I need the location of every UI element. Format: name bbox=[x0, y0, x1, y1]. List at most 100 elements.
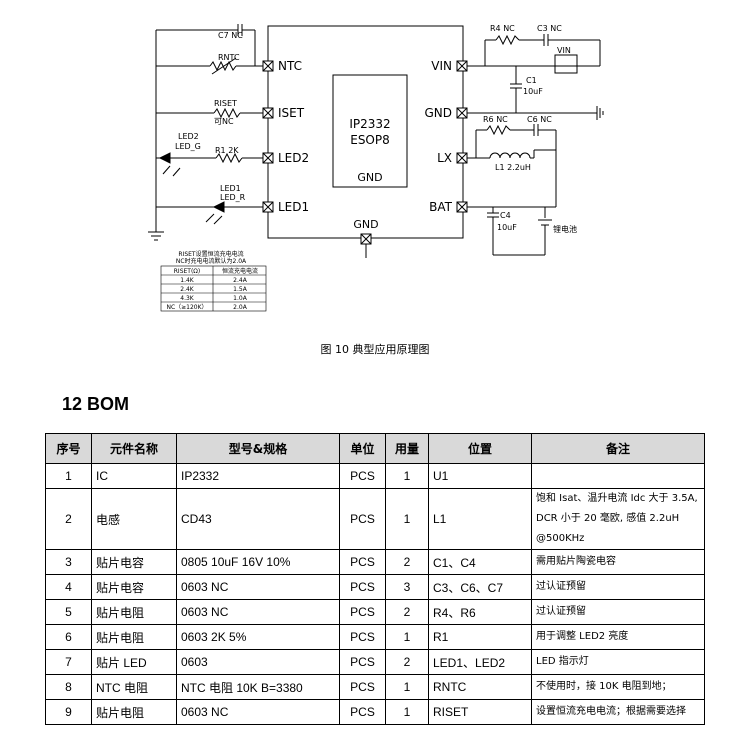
cell-qty: 1 bbox=[385, 488, 429, 550]
cell-qty: 1 bbox=[385, 699, 429, 725]
pin-bat-label: BAT bbox=[429, 200, 453, 214]
iset-table-cell: NC（≥120K） bbox=[166, 304, 207, 311]
riset-note: 可NC bbox=[214, 117, 234, 126]
c1-value: 10uF bbox=[523, 87, 543, 96]
pin-gnd-label: GND bbox=[424, 106, 452, 120]
header-name: 元件名称 bbox=[91, 433, 177, 464]
cell-no: 2 bbox=[45, 488, 92, 550]
header-qty: 用量 bbox=[385, 433, 429, 464]
rntc-resistor bbox=[209, 60, 237, 72]
cell-spec: 0603 2K 5% bbox=[176, 624, 340, 650]
bom-header-row: 序号 元件名称 型号&规格 单位 用量 位置 备注 bbox=[45, 433, 705, 464]
cell-name: 贴片电阻 bbox=[91, 624, 177, 650]
led2-label: LED2 bbox=[178, 132, 199, 141]
section-title: 12 BOM bbox=[62, 394, 130, 414]
cell-unit: PCS bbox=[339, 699, 386, 725]
cell-position: RISET bbox=[428, 699, 532, 725]
chip-package: ESOP8 bbox=[350, 133, 390, 147]
cell-position: C1、C4 bbox=[428, 549, 532, 575]
cell-note: 用于调整 LED2 亮度 bbox=[531, 624, 705, 650]
cell-spec: 0603 NC bbox=[176, 599, 340, 625]
r4-resistor bbox=[495, 34, 520, 46]
cell-unit: PCS bbox=[339, 463, 386, 489]
rntc-label: RNTC bbox=[218, 53, 240, 62]
cell-note: 不使用时，接 10K 电阻到地； bbox=[531, 674, 705, 700]
pin-vin-label: VIN bbox=[431, 59, 452, 73]
pin-ntc-label: NTC bbox=[278, 59, 302, 73]
cell-qty: 1 bbox=[385, 624, 429, 650]
pin-led1-label: LED1 bbox=[278, 200, 309, 214]
cell-no: 3 bbox=[45, 549, 92, 575]
chip-name: IP2332 bbox=[349, 117, 390, 131]
cell-no: 7 bbox=[45, 649, 92, 675]
vin-box-label: VIN bbox=[557, 46, 571, 55]
cell-unit: PCS bbox=[339, 488, 386, 550]
cell-qty: 2 bbox=[385, 649, 429, 675]
cell-position: L1 bbox=[428, 488, 532, 550]
r6-resistor bbox=[486, 124, 511, 136]
vin-box bbox=[554, 54, 578, 74]
cell-no: 5 bbox=[45, 599, 92, 625]
cell-name: NTC 电阻 bbox=[91, 674, 177, 700]
cell-spec: 0603 bbox=[176, 649, 340, 675]
led1-color: LED_R bbox=[220, 193, 246, 202]
chip-gnd-label: GND bbox=[357, 171, 382, 184]
cell-no: 1 bbox=[45, 463, 92, 489]
cell-qty: 3 bbox=[385, 574, 429, 600]
c7-label: C7 NC bbox=[218, 31, 243, 40]
iset-table-cell: 1.4K bbox=[180, 277, 195, 284]
cell-unit: PCS bbox=[339, 574, 386, 600]
c4-label: C4 bbox=[500, 211, 511, 220]
cell-spec: NTC 电阻 10K B=3380 bbox=[176, 674, 340, 700]
cell-spec: 0805 10uF 16V 10% bbox=[176, 549, 340, 575]
r1-label: R1 2K bbox=[215, 146, 239, 155]
iset-table-cell: 2.0A bbox=[233, 304, 248, 311]
cell-name: 贴片电容 bbox=[91, 574, 177, 600]
cell-unit: PCS bbox=[339, 649, 386, 675]
riset-label: RISET bbox=[214, 99, 237, 108]
iset-table-cell: 2.4A bbox=[233, 277, 248, 284]
cell-no: 4 bbox=[45, 574, 92, 600]
r1-resistor bbox=[215, 152, 243, 164]
l1-label: L1 2.2uH bbox=[495, 163, 531, 172]
figure-caption: 图 10 典型应用原理图 bbox=[320, 343, 430, 356]
header-position: 位置 bbox=[428, 433, 532, 464]
header-spec: 型号&规格 bbox=[176, 433, 340, 464]
cell-position: U1 bbox=[428, 463, 532, 489]
cell-unit: PCS bbox=[339, 624, 386, 650]
cell-spec: IP2332 bbox=[176, 463, 340, 489]
cell-qty: 1 bbox=[385, 463, 429, 489]
header-note: 备注 bbox=[531, 433, 705, 464]
header-unit: 单位 bbox=[339, 433, 386, 464]
c4-value: 10uF bbox=[497, 223, 517, 232]
cell-note: 设置恒流充电电流；根据需要选择 bbox=[531, 699, 705, 725]
cell-unit: PCS bbox=[339, 549, 386, 575]
cell-position: C3、C6、C7 bbox=[428, 574, 532, 600]
cell-name: 电感 bbox=[91, 488, 177, 550]
cell-name: 贴片电阻 bbox=[91, 699, 177, 725]
c6-label: C6 NC bbox=[527, 115, 552, 124]
iset-table-title2: NC时充电电流默认为2.0A bbox=[176, 257, 247, 265]
cell-no: 9 bbox=[45, 699, 92, 725]
cell-unit: PCS bbox=[339, 674, 386, 700]
iset-table-header-i: 恒流充电电流 bbox=[222, 267, 258, 275]
cell-name: 贴片 LED bbox=[91, 649, 177, 675]
cell-note: 需用贴片陶瓷电容 bbox=[531, 549, 705, 575]
iset-table-cell: 1.5A bbox=[233, 286, 248, 293]
pin-lx-label: LX bbox=[437, 151, 452, 165]
iset-table-header-r: RISET(Ω) bbox=[174, 268, 200, 275]
cell-name: IC bbox=[91, 463, 177, 489]
pin-led2-label: LED2 bbox=[278, 151, 309, 165]
cell-position: LED1、LED2 bbox=[428, 649, 532, 675]
pin-iset-label: ISET bbox=[278, 106, 305, 120]
battery-label: 锂电池 bbox=[553, 224, 577, 234]
cell-spec: 0603 NC bbox=[176, 699, 340, 725]
